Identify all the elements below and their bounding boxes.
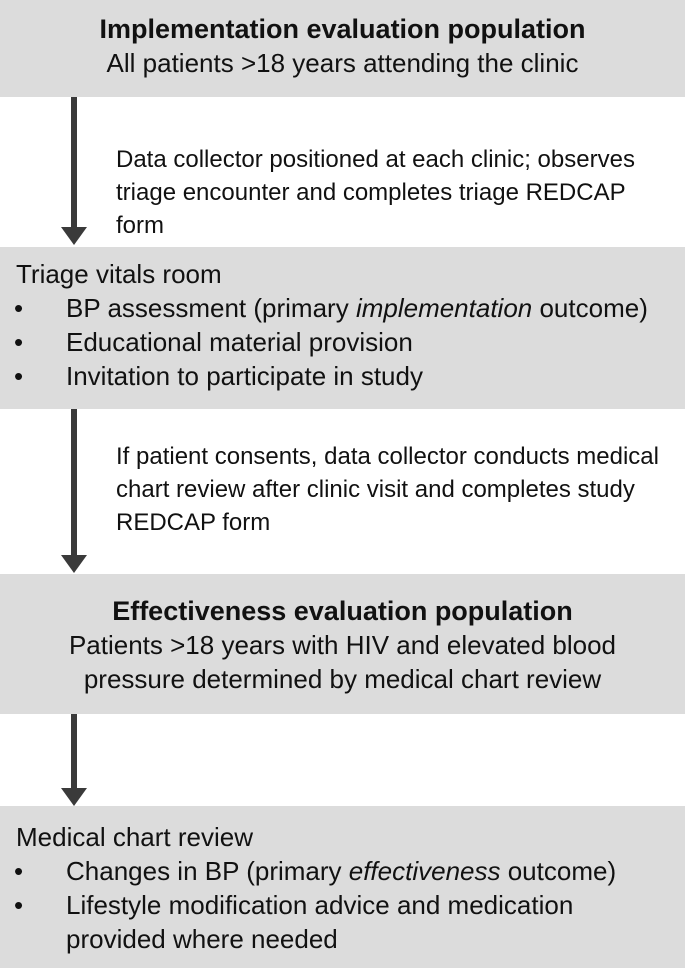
data-collector-note-line-1: Data collector positioned at each clinic…: [116, 146, 635, 173]
bullet-dot: •: [14, 890, 24, 920]
flow-arrow-1-head: [61, 227, 87, 245]
implementation-population-box: Implementation evaluation population All…: [0, 0, 685, 97]
triage-bullet-bp-emphasis: implementation: [355, 293, 533, 323]
chart-bullet-bp-emphasis: effectiveness: [348, 856, 501, 886]
chart-bullet-bp-text: Changes in BP (primary: [66, 856, 349, 886]
triage-vitals-list: • BP assessment (primary implementation …: [0, 291, 685, 393]
effectiveness-population-subtitle-line-2: pressure determined by medical chart rev…: [83, 664, 602, 694]
flow-arrow-2-head: [61, 555, 87, 573]
implementation-population-subtitle: All patients >18 years attending the cli…: [106, 48, 579, 78]
chart-bullet-lifestyle-line-2: provided where needed: [66, 924, 338, 954]
implementation-population-title: Implementation evaluation population: [99, 14, 586, 44]
triage-bullet-bp-after: outcome): [532, 293, 648, 323]
data-collector-note: Data collector positioned at each clinic…: [116, 143, 676, 242]
chart-bullet-lifestyle-advice: • Lifestyle modification advice and medi…: [0, 888, 685, 956]
consent-chart-review-note: If patient consents, data collector cond…: [116, 440, 676, 539]
chart-bullet-bp-after: outcome): [500, 856, 617, 886]
medical-chart-review-box: Medical chart review • Changes in BP (pr…: [0, 806, 685, 968]
effectiveness-population-box: Effectiveness evaluation population Pati…: [0, 574, 685, 714]
flow-arrow-2: [61, 409, 87, 573]
triage-bullet-educational-material: • Educational material provision: [0, 325, 685, 359]
triage-bullet-invitation-text: Invitation to participate in study: [66, 361, 423, 391]
triage-bullet-educational-text: Educational material provision: [66, 327, 413, 357]
bullet-dot: •: [14, 327, 24, 357]
chart-bullet-lifestyle-line-1: Lifestyle modification advice and medica…: [66, 890, 574, 920]
flow-arrow-1: [61, 97, 87, 245]
consent-note-line-2: chart review after clinic visit and comp…: [116, 476, 635, 503]
triage-vitals-heading: Triage vitals room: [16, 259, 222, 289]
bullet-dot: •: [14, 856, 24, 886]
effectiveness-population-subtitle-line-1: Patients >18 years with HIV and elevated…: [68, 630, 617, 660]
triage-vitals-box: Triage vitals room • BP assessment (prim…: [0, 247, 685, 409]
flow-arrow-2-shaft: [71, 409, 77, 557]
triage-bullet-bp-text: BP assessment (primary: [66, 293, 356, 323]
triage-bullet-bp-assessment: • BP assessment (primary implementation …: [0, 291, 685, 325]
medical-chart-review-heading: Medical chart review: [16, 822, 253, 852]
bullet-dot: •: [14, 361, 24, 391]
medical-chart-review-list: • Changes in BP (primary effectiveness o…: [0, 854, 685, 956]
triage-bullet-invitation: • Invitation to participate in study: [0, 359, 685, 393]
flow-arrow-1-shaft: [71, 97, 77, 229]
flow-arrow-3: [61, 714, 87, 806]
effectiveness-population-title: Effectiveness evaluation population: [112, 596, 573, 626]
chart-bullet-bp-changes: • Changes in BP (primary effectiveness o…: [0, 854, 685, 888]
consent-note-line-1: If patient consents, data collector cond…: [116, 443, 659, 470]
bullet-dot: •: [14, 293, 24, 323]
flow-arrow-3-shaft: [71, 714, 77, 790]
consent-note-line-3: REDCAP form: [116, 509, 271, 536]
flow-arrow-3-head: [61, 788, 87, 806]
data-collector-note-line-2: triage encounter and completes triage RE…: [116, 179, 626, 239]
